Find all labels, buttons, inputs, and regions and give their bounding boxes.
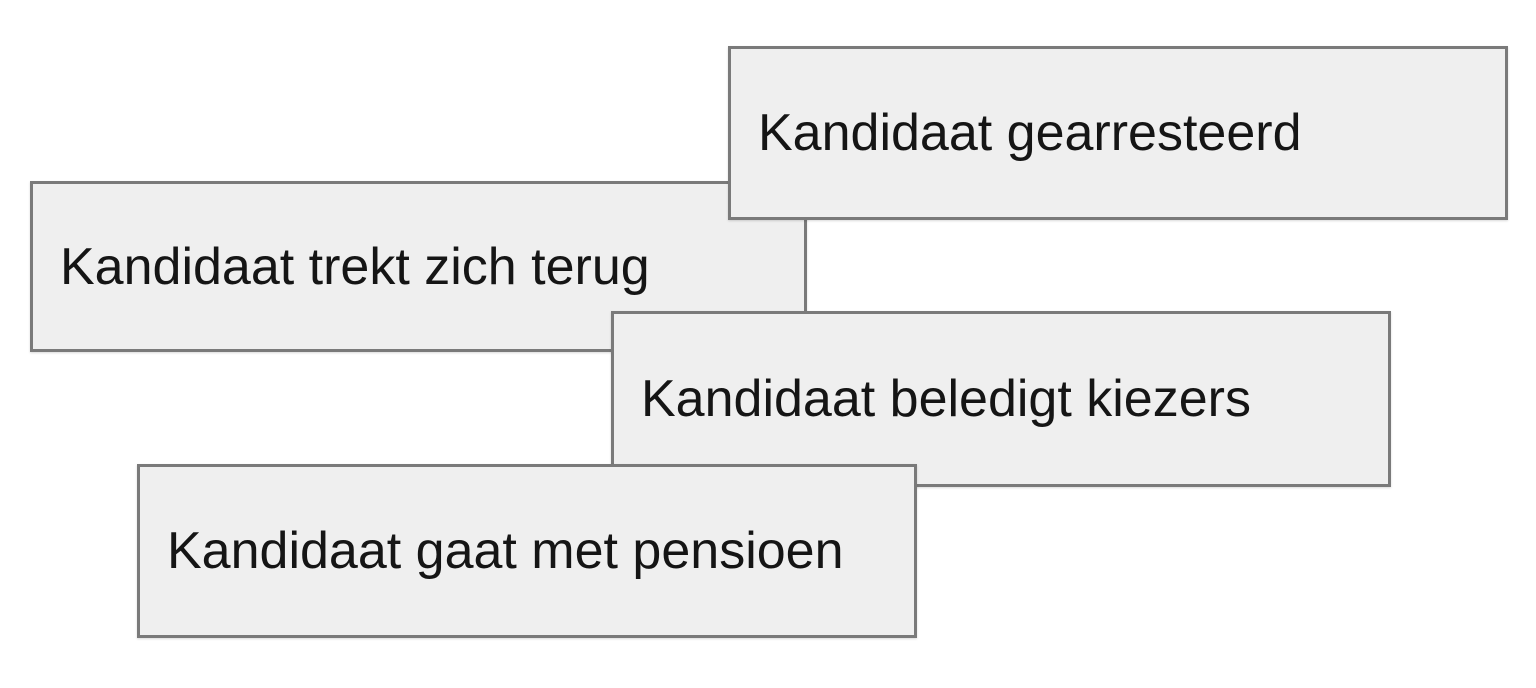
card-label: Kandidaat gaat met pensioen <box>167 522 844 580</box>
card-kandidaat-trekt-zich-terug[interactable]: Kandidaat trekt zich terug <box>30 181 807 352</box>
card-kandidaat-gaat-met-pensioen[interactable]: Kandidaat gaat met pensioen <box>137 464 917 638</box>
card-label: Kandidaat gearresteerd <box>758 104 1302 162</box>
card-kandidaat-gearresteerd[interactable]: Kandidaat gearresteerd <box>728 46 1508 220</box>
card-kandidaat-beledigt-kiezers[interactable]: Kandidaat beledigt kiezers <box>611 311 1391 487</box>
card-label: Kandidaat trekt zich terug <box>60 237 650 296</box>
card-label: Kandidaat beledigt kiezers <box>641 370 1251 428</box>
